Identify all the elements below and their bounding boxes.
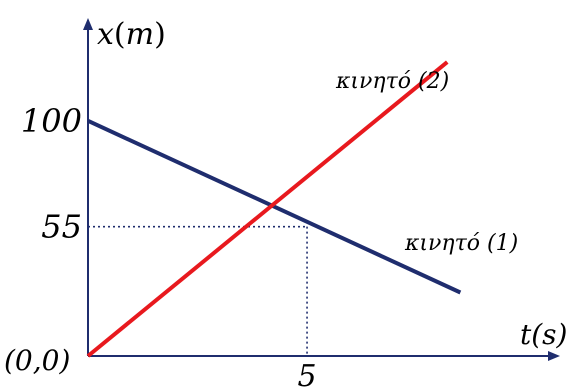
y-axis-title-unit: m <box>126 17 154 52</box>
y-axis-title-base: x <box>97 17 114 52</box>
y-axis-title: x(m) <box>97 17 166 52</box>
series-line-mover-1 <box>87 119 462 295</box>
y-tick-label-55: 55 <box>41 208 82 246</box>
y-axis-arrow <box>83 18 93 30</box>
x-tick-label-5: 5 <box>298 359 317 389</box>
x-axis-arrow <box>548 351 560 361</box>
series-label-mover-2: κινητό (2) <box>335 69 449 94</box>
y-axis-title-paren-close: ) <box>154 17 166 52</box>
origin-label: (0,0) <box>4 344 70 377</box>
series-label-mover-1: κινητό (1) <box>404 231 518 256</box>
series-line-mover-2 <box>86 60 449 358</box>
y-axis-title-paren-open: ( <box>114 17 126 52</box>
x-axis-title: t(s) <box>520 318 566 351</box>
y-tick-label-100: 100 <box>21 102 82 140</box>
